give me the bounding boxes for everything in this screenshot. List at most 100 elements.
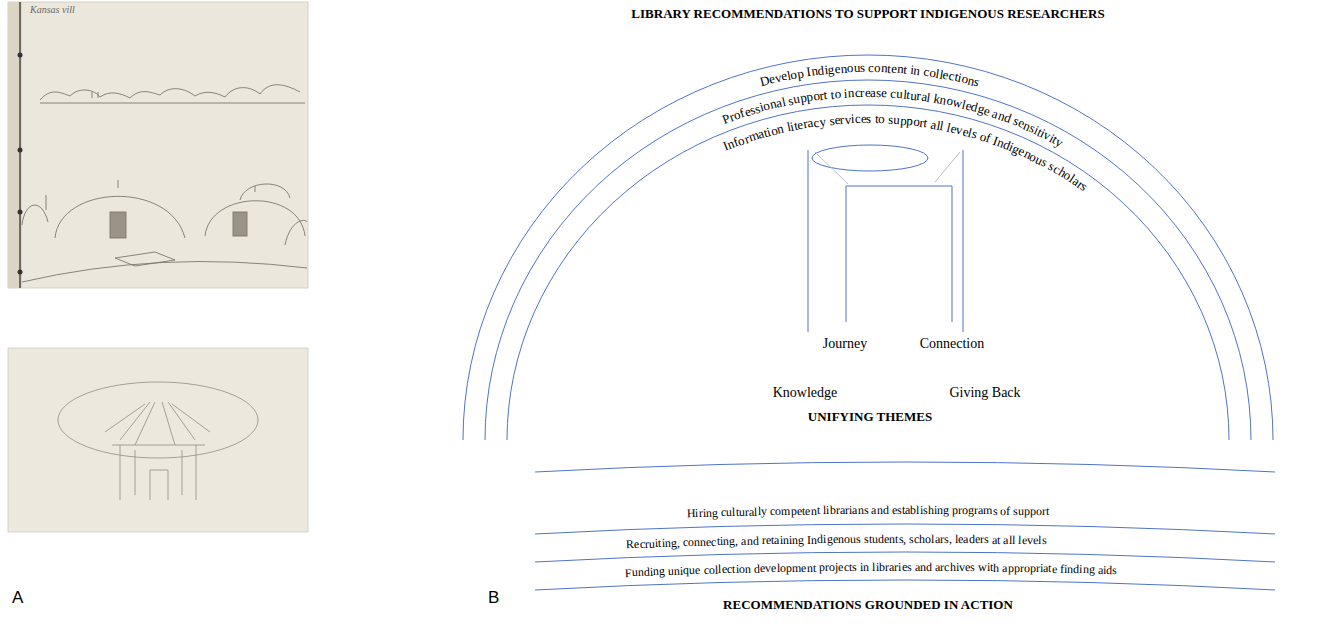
- glyph: l: [926, 90, 932, 105]
- glyph: [1010, 504, 1013, 518]
- glyph: r: [980, 532, 984, 546]
- glyph: r: [762, 533, 766, 547]
- glyph: c: [944, 560, 949, 574]
- glyph: [1057, 562, 1060, 576]
- glyph: i: [789, 533, 793, 547]
- glyph: s: [856, 532, 861, 546]
- glyph: n: [674, 564, 680, 578]
- glyph: s: [1112, 563, 1117, 577]
- door-post: [808, 150, 963, 332]
- glyph: l: [757, 504, 761, 518]
- glyph: c: [868, 60, 874, 75]
- glyph: i: [780, 533, 784, 547]
- glyph: e: [760, 561, 766, 575]
- glyph: s: [1013, 504, 1018, 518]
- glyph: e: [838, 560, 843, 574]
- glyph: v: [1027, 533, 1033, 547]
- glyph: t: [732, 562, 736, 576]
- glyph: s: [993, 503, 998, 517]
- glyph: [1095, 563, 1098, 577]
- glyph: m: [983, 503, 993, 517]
- section-heading: UNIFYING THEMES: [808, 410, 932, 425]
- glyph: e: [865, 85, 871, 100]
- glyph: [804, 533, 807, 547]
- glyph: i: [860, 560, 863, 574]
- frame-diagonal: [815, 152, 960, 184]
- glyph: i: [823, 532, 827, 546]
- glyph: o: [829, 560, 835, 574]
- glyph: [751, 562, 754, 576]
- glyph: e: [695, 563, 701, 577]
- glyph: l: [955, 532, 958, 546]
- glyph: [988, 532, 991, 546]
- glyph: d: [753, 533, 759, 547]
- glyph: t: [849, 560, 852, 574]
- glyph: t: [997, 533, 1001, 547]
- interior-sketch: [8, 348, 308, 532]
- glyph: e: [834, 61, 841, 76]
- glyph: e: [902, 560, 907, 574]
- glyph: [889, 503, 892, 517]
- glyph: o: [1024, 561, 1030, 575]
- glyph: h: [928, 503, 934, 517]
- glyph: e: [771, 561, 777, 575]
- glyph: i: [649, 565, 653, 579]
- glyph: ,: [676, 536, 679, 550]
- glyph: i: [826, 503, 830, 517]
- binding: [8, 2, 22, 288]
- panel-letter: B: [488, 588, 499, 608]
- glyph: R: [626, 537, 635, 551]
- glyph: n: [694, 535, 700, 549]
- glyph: I: [807, 533, 811, 547]
- glyph: g: [968, 503, 974, 517]
- glyph: s: [970, 560, 975, 574]
- glyph: ,: [949, 532, 952, 546]
- glyph: n: [810, 503, 816, 517]
- glyph: p: [1014, 561, 1020, 575]
- action-recommendation: Funding unique collection development pr…: [625, 560, 1117, 580]
- glyph: [975, 560, 978, 574]
- glyph: [738, 534, 741, 548]
- arc-recommendation: Develop Indigenous content in collection…: [761, 60, 978, 89]
- glyph: s: [866, 111, 871, 126]
- glyph: e: [884, 532, 889, 546]
- theme-label: Knowledge: [773, 385, 838, 401]
- glyph: u: [850, 532, 856, 546]
- glyph: [997, 504, 1000, 518]
- glyph: d: [1073, 562, 1079, 576]
- glyph: i: [876, 560, 879, 574]
- glyph: v: [765, 561, 771, 575]
- glyph: l: [732, 505, 736, 519]
- glyph: [767, 504, 770, 518]
- glyph: a: [935, 532, 940, 546]
- glyph: a: [978, 503, 983, 517]
- theme-label: Journey: [823, 336, 867, 352]
- glyph: n: [723, 534, 729, 548]
- glyph: i: [851, 111, 855, 126]
- glyph: r: [974, 503, 978, 517]
- glyph: r: [1020, 561, 1024, 575]
- tree-line: [40, 85, 300, 100]
- glyph: u: [648, 537, 655, 551]
- glyph: n: [653, 564, 660, 578]
- glyph: p: [796, 65, 805, 81]
- glyph: o: [874, 60, 881, 75]
- glyph: n: [811, 532, 817, 546]
- glyph: e: [891, 61, 898, 76]
- glyph: ,: [903, 532, 906, 546]
- glyph: [868, 503, 871, 517]
- glyph: i: [680, 564, 684, 578]
- glyph: [861, 532, 864, 546]
- glyph: n: [937, 503, 943, 517]
- glyph: v: [959, 560, 965, 574]
- glyph: a: [741, 534, 747, 548]
- glyph: u: [1018, 504, 1024, 518]
- glyph: u: [689, 563, 695, 577]
- glyph: t: [658, 536, 662, 550]
- glyph: [912, 560, 915, 574]
- glyph: n: [913, 63, 921, 79]
- glyph: r: [644, 537, 649, 551]
- glyph: e: [1052, 562, 1058, 576]
- glyph: d: [1106, 563, 1112, 577]
- glyph: r: [836, 503, 840, 517]
